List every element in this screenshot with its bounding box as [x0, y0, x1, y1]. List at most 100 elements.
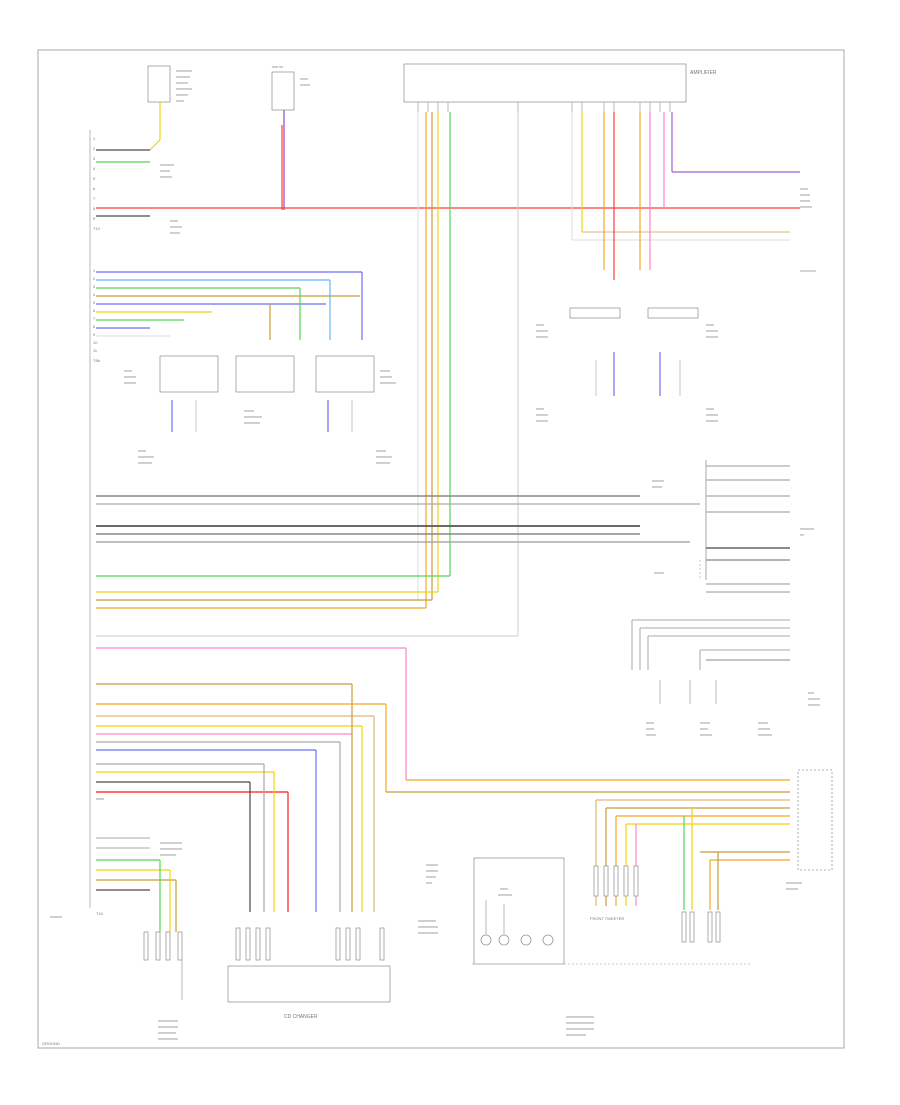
svg-text:xxxxxxxx: xxxxxxxx [160, 852, 176, 857]
svg-text:3: 3 [93, 284, 96, 289]
svg-text:xxxxxxxx: xxxxxxxx [800, 268, 816, 273]
svg-text:9: 9 [93, 332, 96, 337]
svg-text:xxxx: xxxx [536, 322, 544, 327]
svg-text:xxxxxxx: xxxxxxx [176, 74, 190, 79]
svg-text:xxxxx: xxxxx [380, 368, 390, 373]
svg-text:xx: xx [800, 532, 804, 537]
svg-text:xxxxxx: xxxxxx [808, 702, 820, 707]
svg-text:xxxx: xxxx [500, 886, 508, 891]
svg-text:xxxxx: xxxxx [170, 230, 180, 235]
svg-text:xxxxxx: xxxxxx [652, 478, 664, 483]
svg-text:xxxxxx: xxxxxx [124, 380, 136, 385]
svg-text:xxxxx: xxxxx [300, 82, 310, 87]
right-front-door-speaker [315, 355, 375, 393]
svg-text:xxxxxx: xxxxxx [170, 224, 182, 229]
svg-text:8: 8 [93, 324, 96, 329]
svg-text:xxxxxxxxxx: xxxxxxxxxx [158, 1036, 178, 1041]
svg-text:xxxxxx: xxxxxx [536, 334, 548, 339]
svg-text:xxxxx: xxxxx [646, 732, 656, 737]
amplifier-box [403, 63, 687, 103]
svg-text:xxxx: xxxx [138, 448, 146, 453]
svg-text:xxxxxxxxxxx: xxxxxxxxxxx [160, 840, 182, 845]
svg-text:xxxxxxxxxxxxxx: xxxxxxxxxxxxxx [566, 1014, 594, 1019]
svg-text:xxxxxxxx: xxxxxxxx [176, 68, 192, 73]
svg-text:xxxxxxxxxx: xxxxxxxxxx [418, 930, 438, 935]
svg-text:xxxxx: xxxxx [800, 192, 810, 197]
svg-text:11: 11 [93, 348, 98, 353]
svg-text:xxxxxxxxxxx: xxxxxxxxxxx [160, 846, 182, 851]
center-speaker [235, 355, 295, 393]
svg-text:7: 7 [93, 196, 96, 201]
svg-text:T8b: T8b [93, 358, 101, 363]
svg-text:xxxxxxxxxx: xxxxxxxxxx [158, 1024, 178, 1029]
svg-text:xxxx: xxxx [706, 406, 714, 411]
left-front-door-speaker [159, 355, 219, 393]
svg-text:xxxxxx: xxxxxx [706, 334, 718, 339]
svg-text:xxxxx: xxxxx [652, 484, 662, 489]
diagram-frame [37, 49, 845, 1049]
svg-text:xxxxxx: xxxxxx [706, 412, 718, 417]
svg-text:8: 8 [93, 206, 96, 211]
svg-text:xxxxxxxxx: xxxxxxxxx [158, 1030, 176, 1035]
svg-text:xxxxxxx: xxxxxxx [376, 460, 390, 465]
svg-text:xxx: xxx [808, 690, 814, 695]
svg-text:xxxxxx: xxxxxx [706, 328, 718, 333]
svg-text:xxxxxxxx: xxxxxxxx [380, 380, 396, 385]
svg-text:xxxxxxxx: xxxxxxxx [786, 880, 802, 885]
svg-text:xxxx: xxxx [96, 796, 104, 801]
svg-text:xxxxxx: xxxxxx [160, 174, 172, 179]
svg-text:7: 7 [93, 316, 96, 321]
svg-text:xxxxxx: xxxxxx [808, 696, 820, 701]
svg-text:xxxxxx: xxxxxx [758, 726, 770, 731]
svg-text:xxxx: xxxx [646, 720, 654, 725]
svg-text:xxxxxx: xxxxxx [786, 886, 798, 891]
svg-text:xxxx: xxxx [646, 726, 654, 731]
svg-text:xxx: xxx [426, 880, 432, 885]
cd-changer-box [227, 965, 391, 1003]
svg-text:xxxxxxxxxx: xxxxxxxxxx [566, 1032, 586, 1037]
svg-text:1: 1 [93, 136, 96, 141]
svg-text:xxxx: xxxx [124, 368, 132, 373]
svg-text:9: 9 [93, 216, 96, 221]
cd-changer-connectors [235, 927, 385, 961]
svg-text:5: 5 [93, 300, 96, 305]
ground-label: GROUND [42, 1041, 60, 1046]
svg-text:T10: T10 [93, 226, 101, 231]
amplifier-pins [417, 102, 671, 112]
svg-text:2: 2 [93, 276, 96, 281]
svg-text:2: 2 [93, 146, 96, 151]
fuse-box [271, 71, 295, 111]
svg-text:xxxxx: xxxxx [160, 168, 170, 173]
svg-text:xxxxxxxxxx: xxxxxxxxxx [158, 1018, 178, 1023]
svg-text:xxxxxxxxxxxxxx: xxxxxxxxxxxxxx [566, 1026, 594, 1031]
svg-text:1: 1 [93, 268, 96, 273]
svg-text:xxxxxxxx: xxxxxxxx [176, 86, 192, 91]
svg-text:xxxxxxx: xxxxxxx [160, 162, 174, 167]
svg-text:4: 4 [93, 292, 96, 297]
svg-text:xxxx: xxxx [536, 406, 544, 411]
svg-text:xxxxxxxxxx: xxxxxxxxxx [418, 924, 438, 929]
dash-module-connectors [480, 900, 554, 946]
svg-text:xxxx: xxxx [706, 322, 714, 327]
svg-text:xxxxx: xxxxx [426, 874, 436, 879]
svg-text:xxxxx: xxxxx [376, 448, 386, 453]
svg-text:xxxxx: xxxxx [758, 720, 768, 725]
svg-text:xxxxxxxxx: xxxxxxxxx [418, 918, 436, 923]
svg-text:xxxxxxx: xxxxxxx [138, 460, 152, 465]
dash-center-module [473, 857, 565, 965]
front-tweeter-label: FRONT TWEETER [590, 916, 624, 921]
svg-text:xxxxxx: xxxxxx [536, 328, 548, 333]
svg-text:xxxx: xxxx [170, 218, 178, 223]
svg-text:xxxxxxx: xxxxxxx [758, 732, 772, 737]
svg-text:6: 6 [93, 186, 96, 191]
svg-text:xxxxxx: xxxxxx [426, 868, 438, 873]
svg-text:xxxx: xxxx [800, 186, 808, 191]
svg-text:xxxxxx: xxxxxx [426, 862, 438, 867]
svg-text:xxxxxx: xxxxxx [176, 92, 188, 97]
svg-text:6: 6 [93, 308, 96, 313]
front-tweeter-connectors [593, 865, 721, 943]
svg-text:xxxxxx: xxxxxx [700, 732, 712, 737]
